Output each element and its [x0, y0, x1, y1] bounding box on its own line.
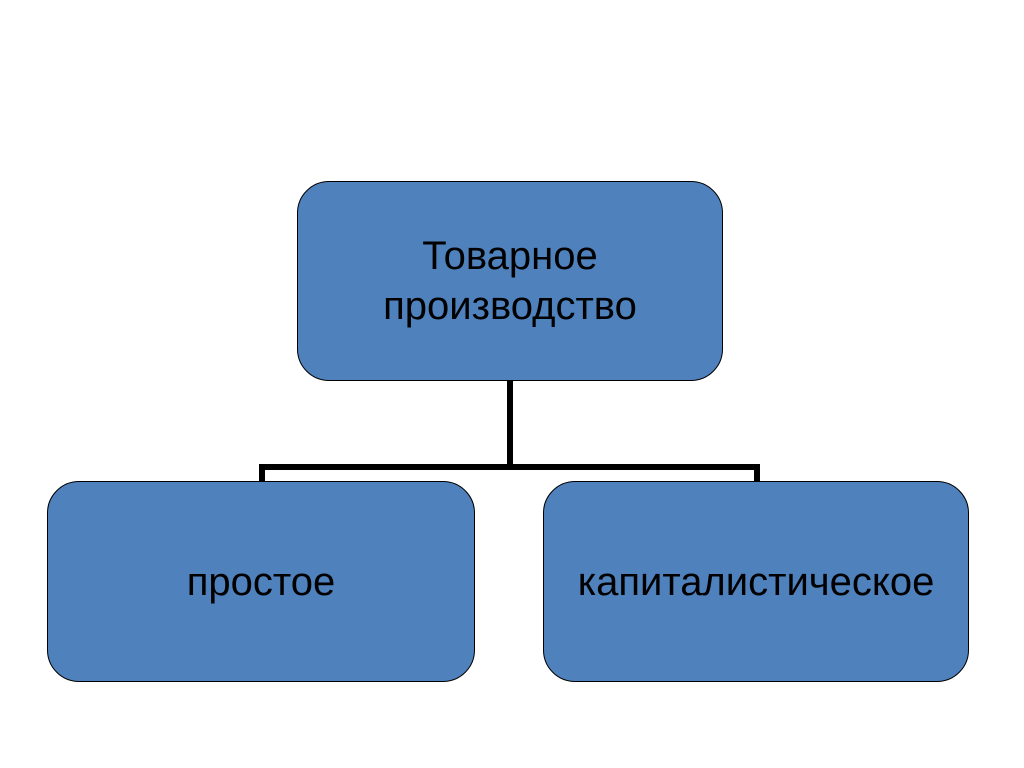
node-child-capitalist: капиталистическое: [543, 481, 969, 682]
node-child-simple: простое: [47, 481, 475, 682]
node-child-simple-label: простое: [186, 559, 336, 604]
node-root-label: Товарное производство: [383, 234, 637, 328]
node-child-capitalist-label: капиталистическое: [577, 559, 935, 604]
node-root: Товарное производство: [297, 181, 723, 381]
